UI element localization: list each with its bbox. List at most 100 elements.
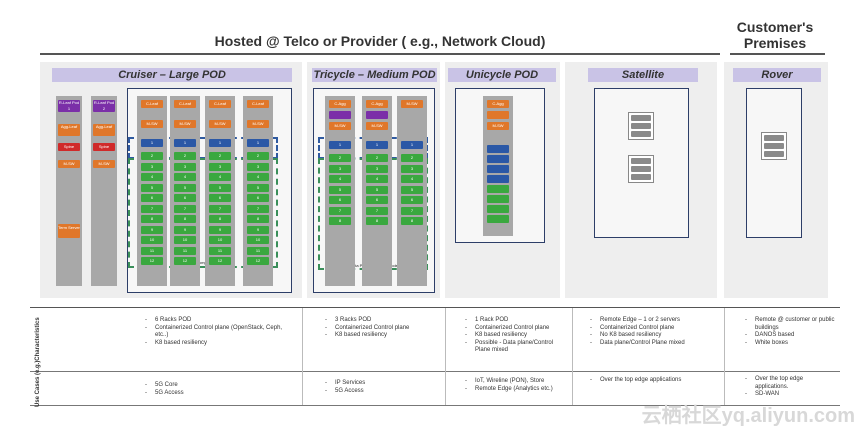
bullet-item: K8 based resiliency: [145, 340, 295, 348]
compute-node-chip: 4: [366, 175, 388, 183]
use-cases-rover: Over the top edge applications.SD-WAN: [745, 376, 835, 399]
rack-chip: C-Leaf: [209, 100, 231, 108]
compute-node-chip: 8: [209, 215, 231, 223]
rack-chip: C-Leaf: [174, 100, 196, 108]
control-node-chip: [487, 175, 509, 183]
bullet-item: 6 Racks POD: [145, 317, 295, 325]
bullet-item: K8 based resiliency: [465, 332, 570, 340]
compute-node-chip: 11: [247, 246, 269, 255]
bullet-item: 5G Core: [145, 382, 295, 390]
use-cases-tricycle: IP Services5G Access: [325, 380, 440, 395]
col-sep-1: [302, 308, 303, 405]
compute-node-chip: 3: [247, 162, 269, 171]
compute-node-chip: 10: [141, 236, 163, 244]
compute-node-chip: 3: [366, 164, 388, 173]
bullet-item: White boxes: [745, 340, 835, 348]
compute-node-chip: 7: [247, 204, 269, 213]
compute-node-chip: 8: [401, 217, 423, 225]
compute-node-chip: 6: [174, 194, 196, 202]
compute-node-chip: 2: [209, 152, 231, 160]
bullet-item: Containerized Control plane: [325, 325, 440, 333]
rack-chip: 1: [247, 139, 269, 147]
chip-spine: Spine: [58, 143, 80, 151]
rack-chip: [487, 111, 509, 119]
compute-node-chip: 3: [401, 164, 423, 173]
characteristics-cruiser: 6 Racks PODContainerized Control plane (…: [145, 317, 295, 347]
watermark: 云栖社区yq.aliyun.com: [641, 405, 855, 427]
row-rule-bottom: [30, 405, 840, 406]
compute-node-chip: 7: [401, 206, 423, 215]
compute-node-chip: 12: [174, 257, 196, 265]
chip-spine-2: Spine: [93, 143, 115, 151]
compute-node-chip: 6: [141, 194, 163, 202]
tricycle-title: Tricycle – Medium POD: [312, 68, 437, 82]
rack-chip: M-SW: [209, 120, 231, 128]
row-rule-top: [30, 307, 840, 308]
compute-node-chip: 2: [141, 152, 163, 160]
bullet-item: Containerized Control plane: [590, 325, 720, 333]
compute-node-chip: 8: [174, 215, 196, 223]
characteristics-row-label: Characteristics: [35, 317, 41, 361]
rack-chip: 1: [174, 139, 196, 147]
compute-node-chip: 2: [329, 154, 351, 162]
control-node-chip: [487, 165, 509, 173]
compute-node-chip: 10: [247, 236, 269, 244]
rack-chip: 1: [141, 139, 163, 147]
compute-node-chip: 8: [247, 215, 269, 223]
rack-chip: C-Agg: [329, 100, 351, 108]
rack-chip: M-SW: [329, 122, 351, 130]
compute-node-chip: 6: [247, 194, 269, 202]
compute-node-chip: 8: [329, 217, 351, 225]
rack-chip: M-SW: [174, 120, 196, 128]
compute-node-chip: 5: [401, 185, 423, 194]
rack-chip: C-Leaf: [141, 100, 163, 108]
rack-chip: C-Agg: [487, 100, 509, 108]
compute-node-chip: [487, 195, 509, 203]
rack-chip: 1: [209, 139, 231, 147]
compute-node-chip: 2: [401, 154, 423, 162]
compute-node-chip: 5: [141, 183, 163, 192]
bullet-item: Containerized Control plane: [465, 325, 570, 333]
use-cases-cruiser: 5G Core5G Access: [145, 382, 295, 397]
bullet-item: Remote Edge – 1 or 2 servers: [590, 317, 720, 325]
use-cases-unicycle: IoT, Wireline (PON), StoreRemote Edge (A…: [465, 378, 570, 393]
bullet-item: Possible - Data plane/Control Plane mixe…: [465, 340, 570, 355]
compute-node-chip: 2: [366, 154, 388, 162]
compute-node-chip: 7: [209, 204, 231, 213]
rover-box: [746, 88, 802, 238]
bullet-item: IP Services: [325, 380, 440, 388]
rack-chip: M-SW: [487, 122, 509, 130]
chip-agg-leaf: Agg-Leaf: [58, 124, 80, 136]
compute-node-chip: 7: [329, 206, 351, 215]
compute-node-chip: 3: [141, 162, 163, 171]
compute-node-chip: 11: [209, 246, 231, 255]
bullet-item: No K8 based resiliency: [590, 332, 720, 340]
compute-node-chip: [487, 205, 509, 213]
compute-node-chip: 3: [209, 162, 231, 171]
bullet-item: Over the top edge applications: [590, 377, 710, 385]
compute-node-chip: 4: [209, 173, 231, 181]
compute-node-chip: 8: [141, 215, 163, 223]
rack-chip: [366, 111, 388, 119]
bullet-item: 3 Racks POD: [325, 317, 440, 325]
compute-node-chip: 6: [366, 196, 388, 204]
bullet-item: 5G Access: [325, 388, 440, 396]
customer-rule: [730, 53, 825, 55]
chip-term-server: Term Server: [58, 224, 80, 238]
bullet-item: DANOS based: [745, 332, 835, 340]
rack-chip: 1: [366, 141, 388, 149]
rack-chip: M-SW: [401, 100, 423, 108]
col-sep-3: [572, 308, 573, 405]
chip-rleaf-pod2: R-Leaf Pod 2: [93, 100, 115, 112]
rack-chip: 1: [329, 141, 351, 149]
compute-node-chip: 2: [174, 152, 196, 160]
compute-node-chip: 5: [247, 183, 269, 192]
bullet-item: IoT, Wireline (PON), Store: [465, 378, 570, 386]
compute-node-chip: 4: [174, 173, 196, 181]
compute-node-chip: 11: [174, 246, 196, 255]
compute-node-chip: 6: [401, 196, 423, 204]
characteristics-rover: Remote @ customer or public buildingsDAN…: [745, 317, 835, 347]
compute-node-chip: 3: [174, 162, 196, 171]
bullet-item: SD-WAN: [745, 391, 835, 399]
compute-node-chip: 2: [247, 152, 269, 160]
